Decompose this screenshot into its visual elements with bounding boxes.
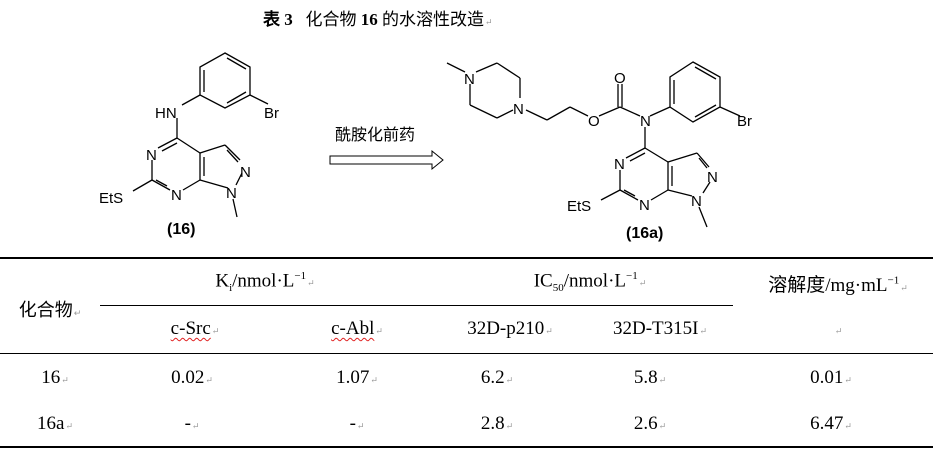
compound-16-structure: HN Br N N N N EtS (16) [99,52,279,238]
atom-label: N [146,147,157,164]
atom-label: O [588,113,600,130]
column-header: c-Src [171,318,220,340]
reaction-scheme: HN Br N N N N EtS (16) 酰胺化前药 [99,52,752,242]
atom-label: EtS [567,198,591,215]
value-cell: 0.02 [171,367,213,389]
atom-label: N [640,113,651,130]
value-cell: 1.07 [336,367,378,389]
table-bottom-rule [0,446,933,448]
atom-label: O [614,70,626,87]
compound-label: (16) [167,221,195,238]
atom-label: N [707,169,718,186]
atom-label: N [513,101,524,118]
table-group-rule [100,305,733,306]
table-caption: 表 3 化合物 16 的水溶性改造 [263,5,493,30]
group-header-solubility: 溶解度/mg·mL−1 [768,270,908,297]
value-cell: 5.8 [634,367,666,389]
atom-label: Br [737,113,752,130]
atom-label: N [226,185,237,202]
compound-label: (16a) [626,225,663,242]
caption-compound: 16 [360,10,378,29]
atom-label: HN [155,105,177,122]
atom-label: N [464,71,475,88]
atom-label: EtS [99,190,123,207]
atom-label: N [691,193,702,210]
caption-text-2: 的水溶性改造 [382,10,493,29]
column-header: 32D-T315I [613,318,707,340]
compound-16a-structure: N N O O N Br N N N N EtS (16a) [446,61,752,242]
column-header: c-Abl [331,318,383,340]
group-header-ki: Ki/nmol·L−1 [215,270,314,294]
value-cell: 2.6 [634,413,666,435]
value-cell: 2.8 [481,413,513,435]
value-cell: 0.01 [810,367,852,389]
row-header: 化合物 [19,296,82,322]
prodrug-arrow: 酰胺化前药 [329,125,444,171]
group-header-ic50: IC50/nmol·L−1 [534,270,647,294]
value-cell: - [350,413,365,435]
empty-cell [834,318,843,340]
value-cell: 6.47 [810,413,852,435]
atom-label: N [240,164,251,181]
atom-label: N [614,156,625,173]
compound-cell: 16a [37,413,73,435]
atom-label: N [171,187,182,204]
value-cell: 6.2 [481,367,513,389]
value-cell: - [185,413,200,435]
caption-label: 表 3 [263,10,293,29]
arrow-label: 酰胺化前药 [335,125,415,144]
atom-label: Br [264,105,279,122]
table-top-rule [0,257,933,259]
table-header-rule [0,353,933,354]
compound-cell: 16 [41,367,69,389]
atom-label: N [639,197,650,214]
column-header: 32D-p210 [467,318,553,340]
caption-text: 化合物 [305,10,357,29]
